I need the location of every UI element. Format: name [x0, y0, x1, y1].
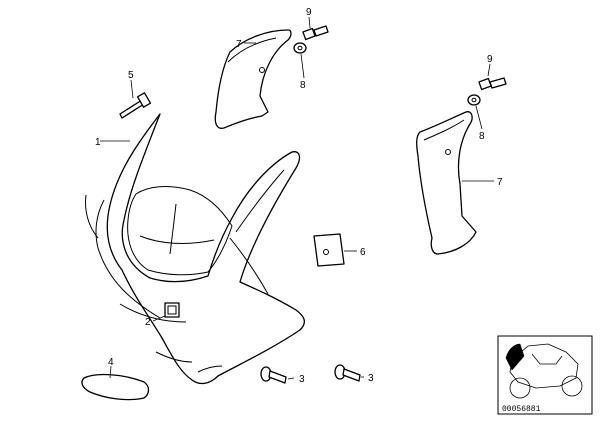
- callout-2: 2: [145, 317, 151, 328]
- screw-lower-part: [478, 77, 507, 91]
- callout-3-right: 3: [368, 373, 374, 384]
- callout-5: 5: [128, 70, 134, 81]
- screw-upper-part: [302, 25, 329, 41]
- leader-lines: [100, 16, 494, 380]
- callout-1: 1: [95, 137, 101, 148]
- clip-nut-part: [164, 302, 180, 318]
- callout-7-lower: 7: [497, 177, 503, 188]
- callout-7-upper: 7: [236, 39, 242, 50]
- screw-part-right: [334, 364, 361, 382]
- callout-4: 4: [108, 357, 114, 368]
- mirror-bracket-lower: [416, 111, 477, 255]
- screw-part-left: [260, 366, 287, 384]
- callout-6: 6: [360, 247, 366, 258]
- bolt-part: [119, 92, 152, 119]
- mirror-bracket-upper: [214, 29, 292, 129]
- callout-8-lower: 8: [479, 131, 485, 142]
- washer-lower-part: [467, 94, 481, 106]
- washer-upper-part: [293, 42, 307, 54]
- callout-3-left: 3: [299, 374, 305, 385]
- callout-9-lower: 9: [487, 54, 493, 65]
- callout-9-upper: 9: [306, 7, 312, 18]
- rubber-pad-part: [313, 233, 345, 267]
- front-fairing-part: [85, 113, 306, 385]
- motorcycle-thumbnail: 00056881: [497, 335, 593, 415]
- callout-8-upper: 8: [300, 80, 306, 91]
- trim-piece-part: [81, 373, 150, 401]
- reference-code: 00056881: [502, 405, 541, 414]
